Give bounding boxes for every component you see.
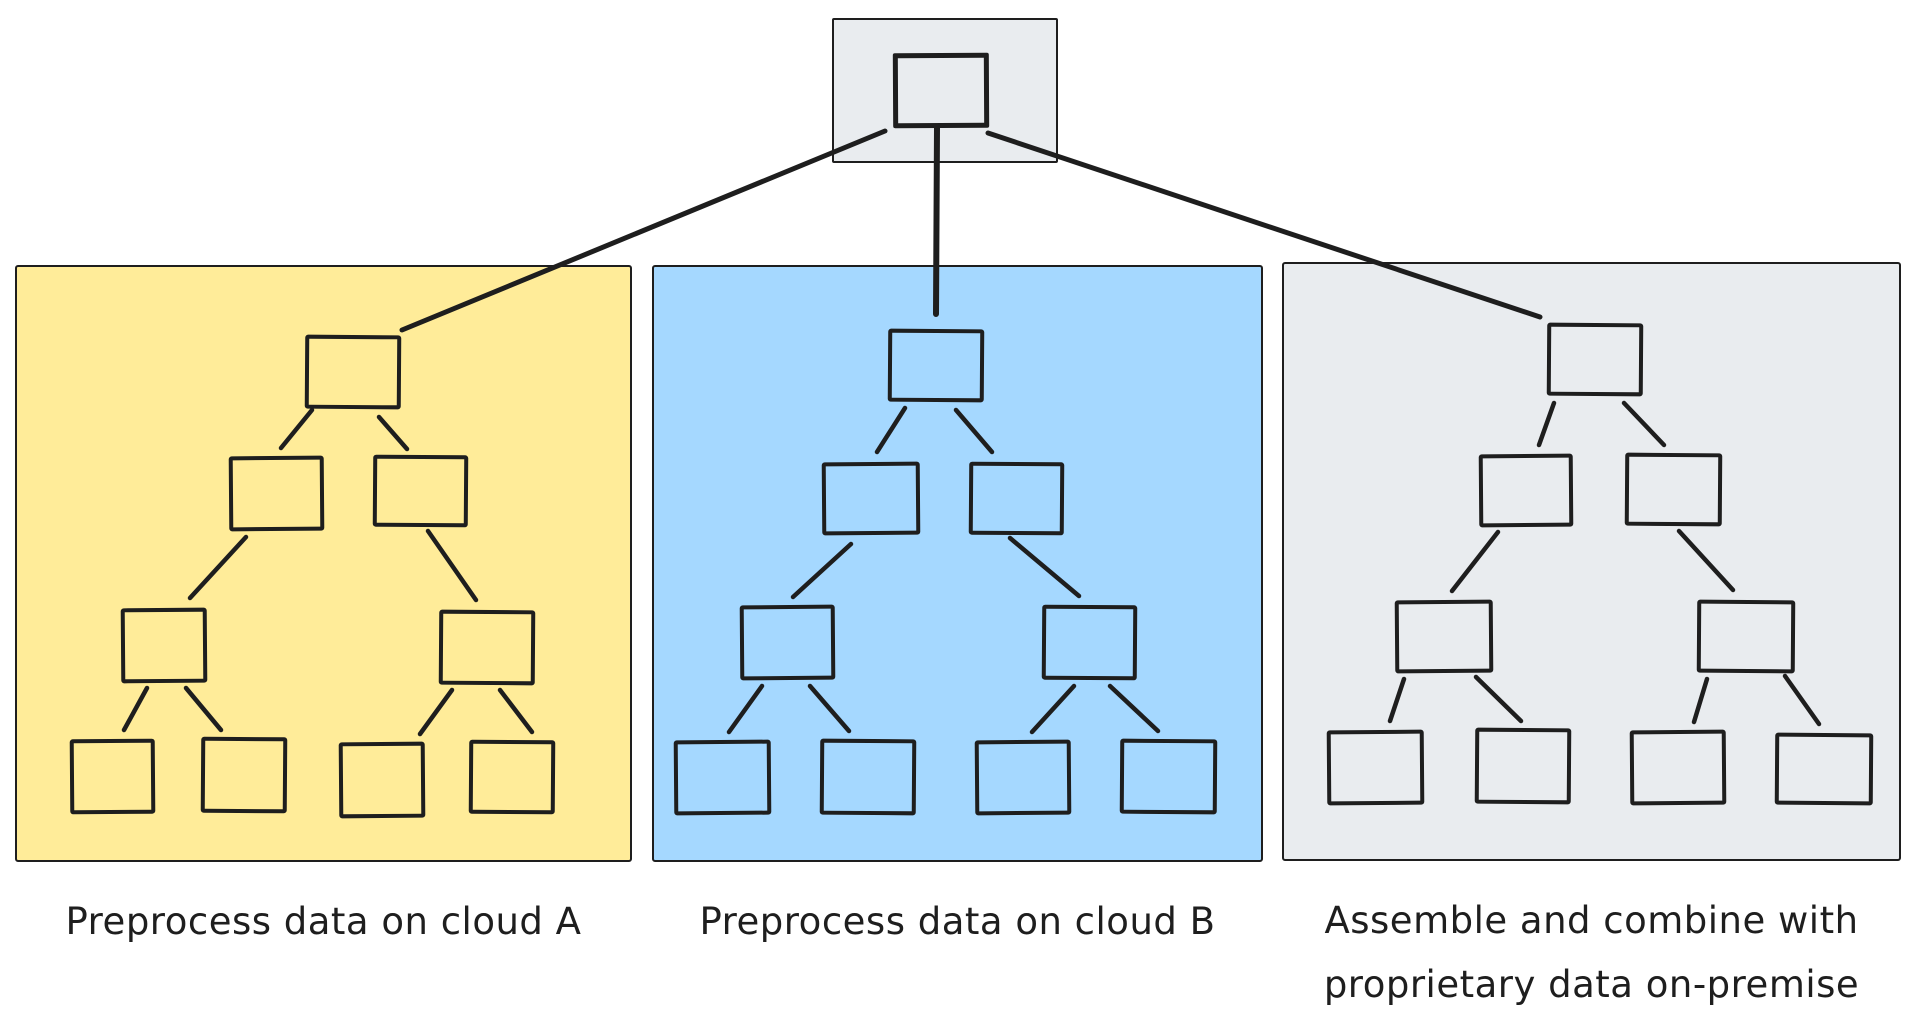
tree-node-box bbox=[1478, 453, 1574, 528]
caption-on-premise: Assemble and combine with proprietary da… bbox=[1324, 889, 1859, 1012]
tree-node-box bbox=[1546, 322, 1644, 397]
tree-node-box bbox=[968, 461, 1065, 536]
panel-preprocess-cloud-b: Preprocess data on cloud B bbox=[652, 265, 1263, 943]
tree-node-box bbox=[1629, 729, 1727, 806]
tree-node-box bbox=[304, 334, 402, 410]
tree-node-box bbox=[120, 607, 208, 684]
tree-node-box bbox=[1041, 604, 1138, 681]
tree-node-box bbox=[468, 739, 556, 815]
caption-line: Assemble and combine with bbox=[1324, 899, 1859, 942]
tree-node-box bbox=[69, 738, 156, 815]
tree-node-box bbox=[739, 604, 836, 681]
tree-node-box bbox=[372, 454, 469, 528]
tree-node-box bbox=[1394, 599, 1494, 674]
tree-node-box bbox=[228, 455, 325, 532]
tree-node-box bbox=[200, 736, 288, 814]
tree-node-box bbox=[338, 741, 426, 819]
caption-line: Preprocess data on cloud B bbox=[699, 900, 1216, 943]
panel-preprocess-cloud-a: Preprocess data on cloud A bbox=[15, 265, 632, 943]
tree-node-box bbox=[974, 739, 1072, 816]
panel-assemble-on-premise: Assemble and combine with proprietary da… bbox=[1282, 262, 1901, 1006]
tree-node-box bbox=[819, 738, 917, 816]
root-outer-box bbox=[832, 18, 1058, 163]
tree-node-box bbox=[887, 328, 985, 403]
caption-line: Preprocess data on cloud A bbox=[65, 900, 582, 943]
tree-node-box bbox=[1474, 727, 1572, 805]
caption-line: proprietary data on-premise bbox=[1323, 963, 1860, 1006]
tree-node-box bbox=[1774, 732, 1874, 806]
tree-node-box bbox=[1696, 599, 1796, 674]
tree-node-box bbox=[1326, 729, 1425, 806]
caption-cloud-a: Preprocess data on cloud A bbox=[66, 890, 582, 954]
caption-cloud-b: Preprocess data on cloud B bbox=[699, 890, 1215, 954]
tree-node-box bbox=[438, 609, 536, 686]
root-inner-box bbox=[892, 52, 990, 129]
tree-node-box bbox=[1624, 452, 1723, 527]
tree-node-box bbox=[1119, 738, 1218, 815]
tree-node-box bbox=[821, 461, 921, 536]
tree-node-box bbox=[673, 739, 772, 816]
